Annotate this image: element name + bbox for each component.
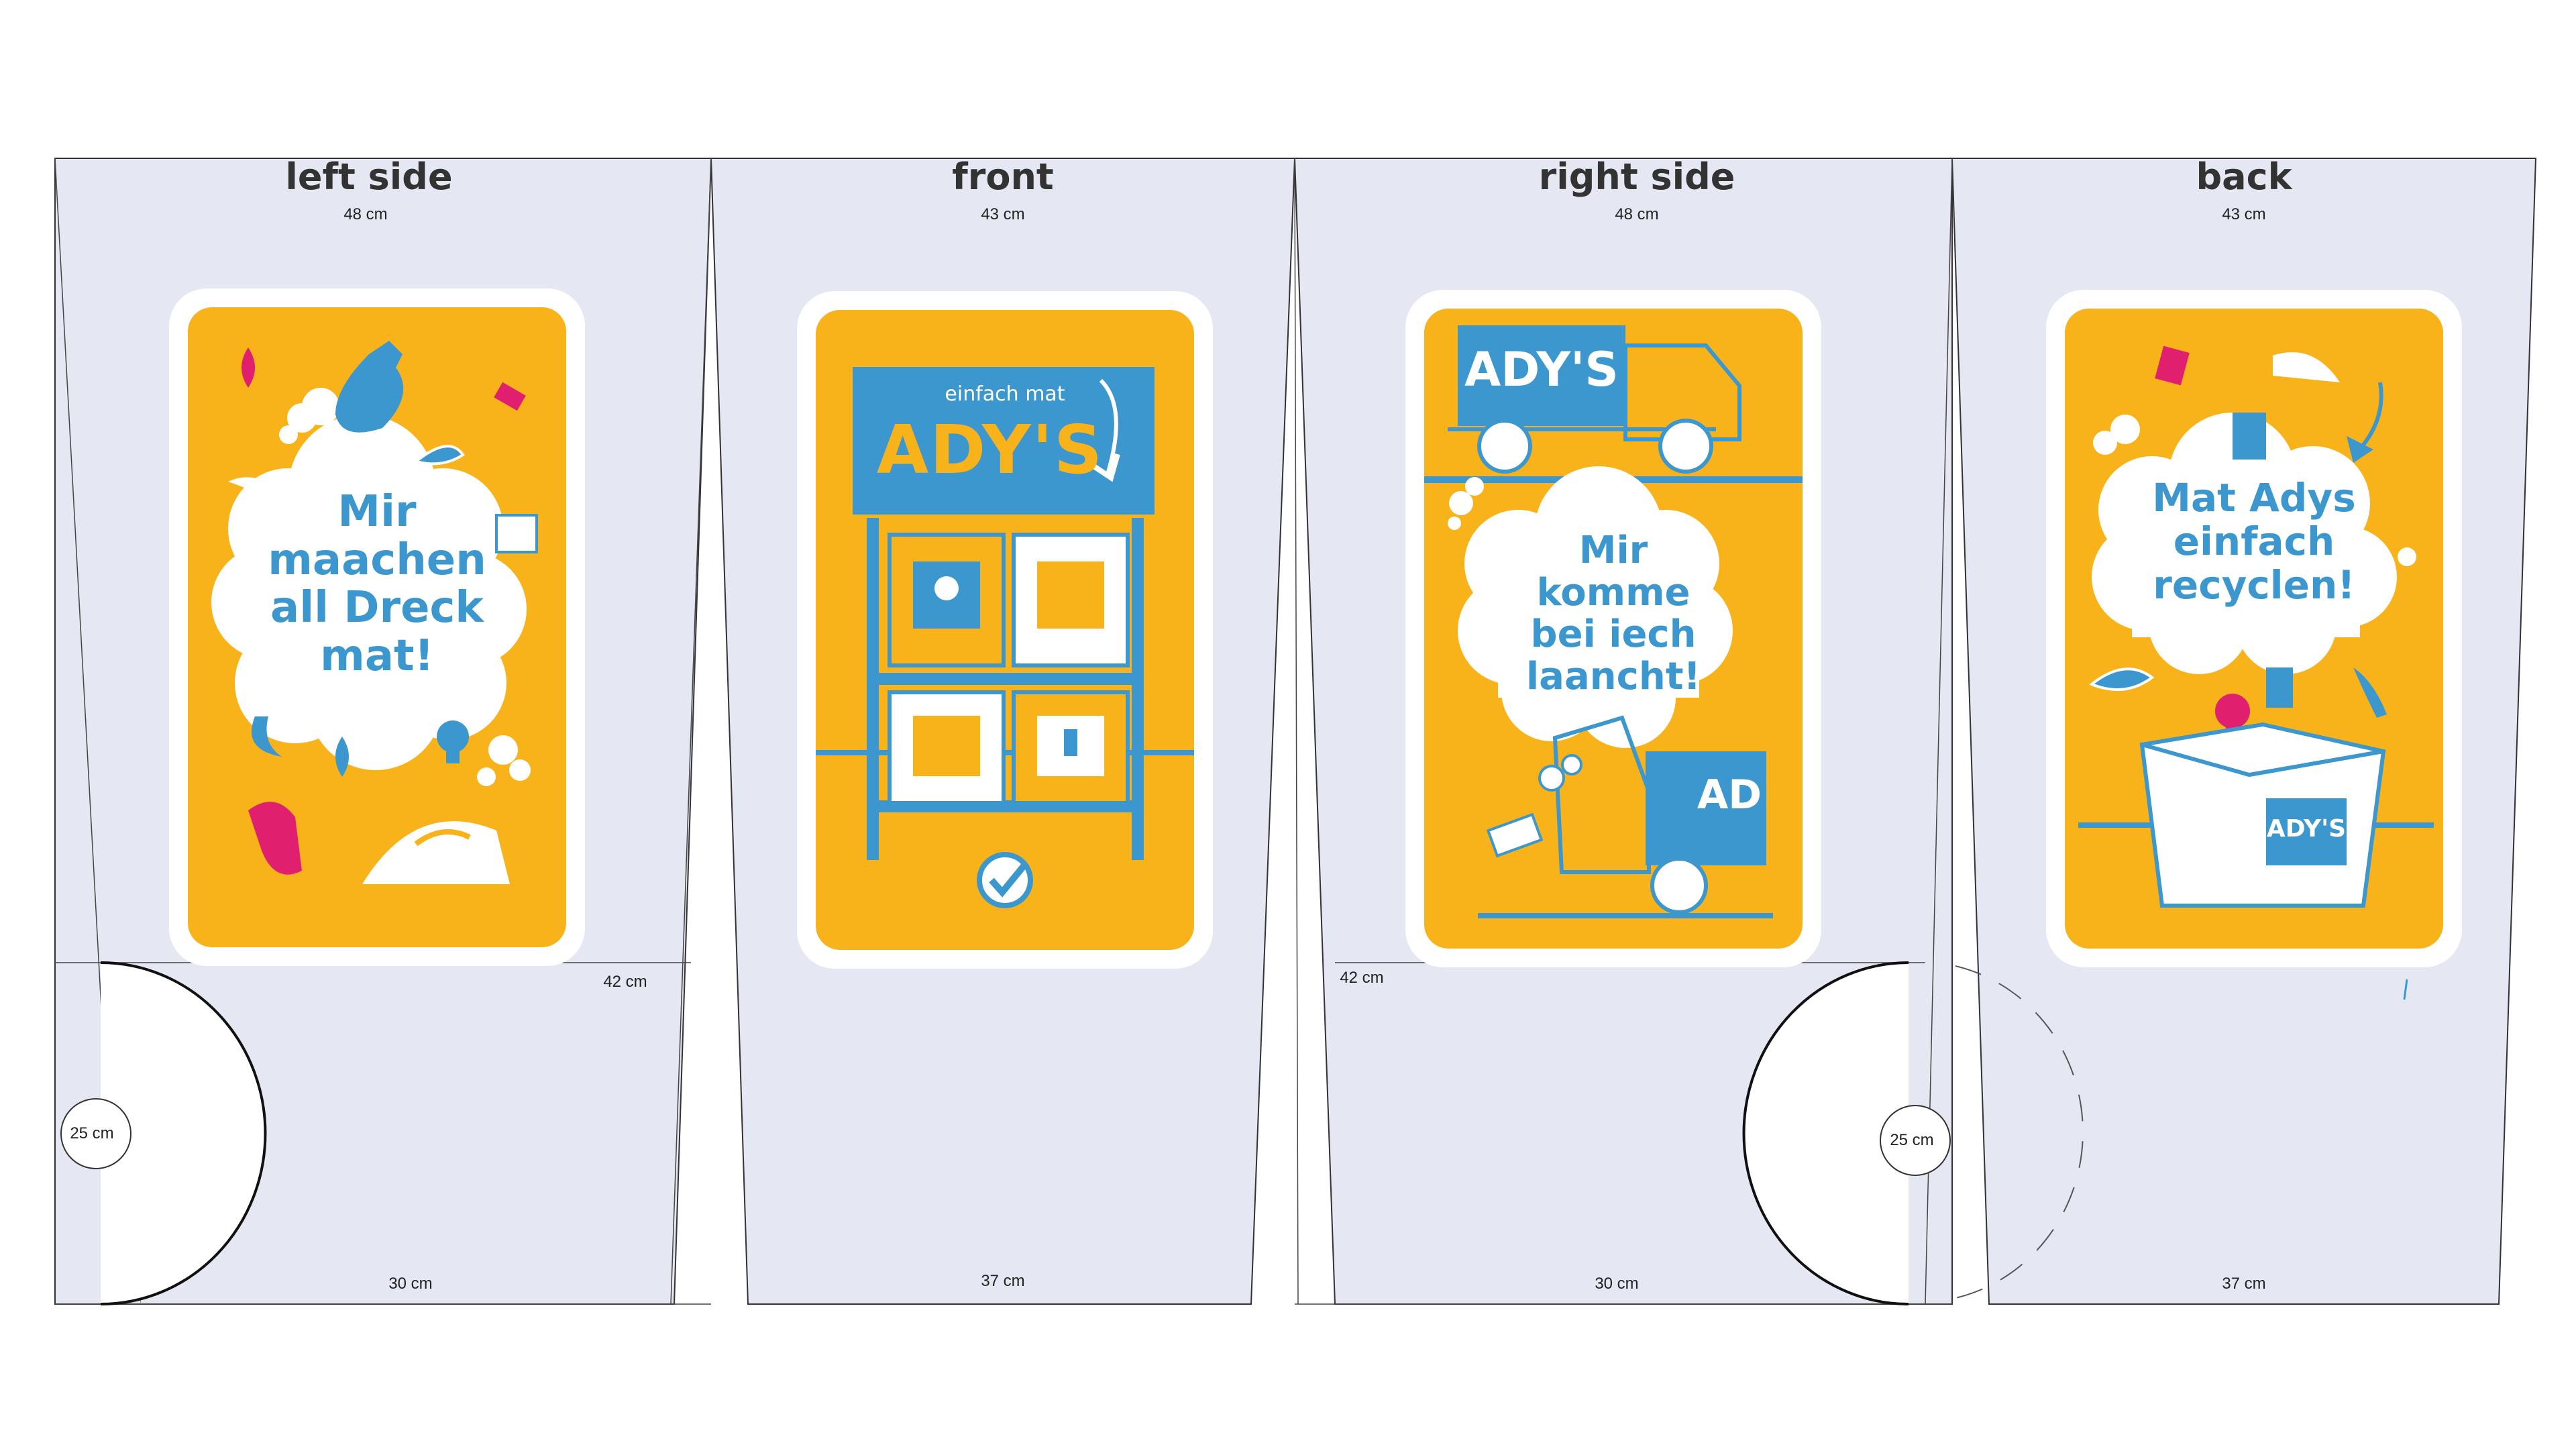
arrow-icon bbox=[2347, 382, 2383, 463]
dim-right-top: 48 cm bbox=[1615, 205, 1659, 223]
slogan-line: recyclen! bbox=[2153, 561, 2355, 608]
bulb-icon bbox=[437, 720, 469, 763]
panel-title-back: back bbox=[2196, 156, 2292, 198]
dim-left-bottom: 30 cm bbox=[388, 1275, 433, 1293]
slogan-line: Mir bbox=[337, 487, 417, 537]
can-icon bbox=[494, 382, 526, 411]
banana-icon bbox=[2089, 667, 2155, 691]
dim-right-circle: 25 cm bbox=[1890, 1131, 1934, 1149]
dim-left-top: 48 cm bbox=[343, 205, 388, 223]
card-back: ADY'S Mat Adys einfach recyclen! bbox=[2046, 290, 2462, 967]
card-left-side: Mir maachen all Dreck mat! bbox=[169, 288, 585, 966]
jar-icon bbox=[2233, 413, 2266, 460]
sign-small-text: einfach mat bbox=[945, 382, 1065, 406]
panel-title-front: front bbox=[952, 156, 1054, 198]
dim-front-top: 43 cm bbox=[981, 205, 1025, 223]
slogan-back: Mat Adys einfach recyclen! bbox=[2065, 476, 2443, 607]
sign-brand-text: ADY'S bbox=[876, 411, 1104, 489]
bin-bottom-left bbox=[888, 690, 1006, 805]
dim-right-bottom: 30 cm bbox=[1595, 1275, 1639, 1293]
iron-icon bbox=[2273, 352, 2340, 382]
dim-left-height: 42 cm bbox=[603, 973, 647, 991]
arrow-icon bbox=[1099, 378, 1118, 475]
slogan-left: Mir maachen all Dreck mat! bbox=[188, 488, 566, 681]
panel-title-left: left side bbox=[285, 156, 453, 198]
right-circle-marker bbox=[1880, 1105, 1951, 1176]
slogan-line: maachen bbox=[268, 535, 486, 585]
bottle-icon bbox=[2266, 667, 2293, 708]
bin-top-left bbox=[888, 533, 1006, 667]
slogan-line: Mat Adys bbox=[2152, 475, 2356, 521]
left-flap-semicircle bbox=[100, 961, 267, 1305]
bin-top-right bbox=[1012, 533, 1130, 667]
card-front: einfach mat ADY'S bbox=[797, 291, 1213, 969]
spray-bottle-icon bbox=[335, 341, 404, 433]
right-flap-dashed bbox=[1955, 965, 2084, 1299]
shelf-frame bbox=[816, 518, 1194, 860]
cloud-shape bbox=[1448, 466, 1733, 748]
shelf-sign bbox=[853, 367, 1155, 515]
card-right-side: ADY'S AD Mir komme bei iech laancht! bbox=[1405, 290, 1821, 967]
truck2-brand-text: AD bbox=[1697, 771, 1762, 818]
card-front-artwork: einfach mat ADY'S bbox=[816, 310, 1194, 950]
banana-icon bbox=[413, 445, 465, 466]
apple-core-icon bbox=[241, 347, 255, 388]
slogan-line: bei iech bbox=[1530, 612, 1697, 657]
glove-icon bbox=[248, 802, 302, 875]
dim-right-height: 42 cm bbox=[1340, 969, 1384, 987]
dim-back-top: 43 cm bbox=[2222, 205, 2266, 223]
card-left-artwork: Mir maachen all Dreck mat! bbox=[188, 307, 566, 947]
check-badge-icon bbox=[977, 852, 1033, 908]
cube-icon bbox=[495, 514, 538, 553]
slogan-line: einfach bbox=[2173, 518, 2335, 564]
iron-icon bbox=[362, 821, 510, 884]
truck-icon bbox=[1424, 325, 1803, 483]
slogan-line: mat! bbox=[320, 631, 434, 682]
garbage-truck-icon bbox=[1478, 715, 1773, 918]
apple-core-icon-2 bbox=[335, 737, 349, 777]
bone-icon bbox=[228, 477, 288, 502]
bone-icon bbox=[2353, 667, 2387, 718]
bin-bottom-right bbox=[1012, 690, 1130, 805]
slogan-line: Mir bbox=[1578, 529, 1648, 572]
cloud-shape bbox=[2092, 413, 2416, 674]
dim-left-circle: 25 cm bbox=[70, 1124, 114, 1142]
slogan-line: all Dreck bbox=[270, 583, 484, 633]
card-right-artwork: ADY'S AD Mir komme bei iech laancht! bbox=[1424, 309, 1803, 949]
can-icon bbox=[2155, 345, 2190, 386]
slogan-right: Mir komme bei iech laancht! bbox=[1424, 529, 1803, 699]
bottle-icon bbox=[252, 716, 282, 757]
recycling-box-icon bbox=[2078, 722, 2434, 908]
left-circle-marker bbox=[60, 1098, 131, 1169]
dim-front-bottom: 37 cm bbox=[981, 1272, 1025, 1290]
right-flap-semicircle bbox=[1742, 961, 1909, 1305]
slogan-line: laancht! bbox=[1525, 655, 1701, 699]
box-brand-text: ADY'S bbox=[2266, 815, 2347, 843]
card-back-artwork: ADY'S Mat Adys einfach recyclen! bbox=[2065, 309, 2443, 949]
slogan-line: komme bbox=[1536, 570, 1690, 614]
dim-back-bottom: 37 cm bbox=[2222, 1275, 2266, 1293]
panel-title-right: right side bbox=[1538, 156, 1735, 198]
truck-brand-text: ADY'S bbox=[1464, 342, 1619, 397]
